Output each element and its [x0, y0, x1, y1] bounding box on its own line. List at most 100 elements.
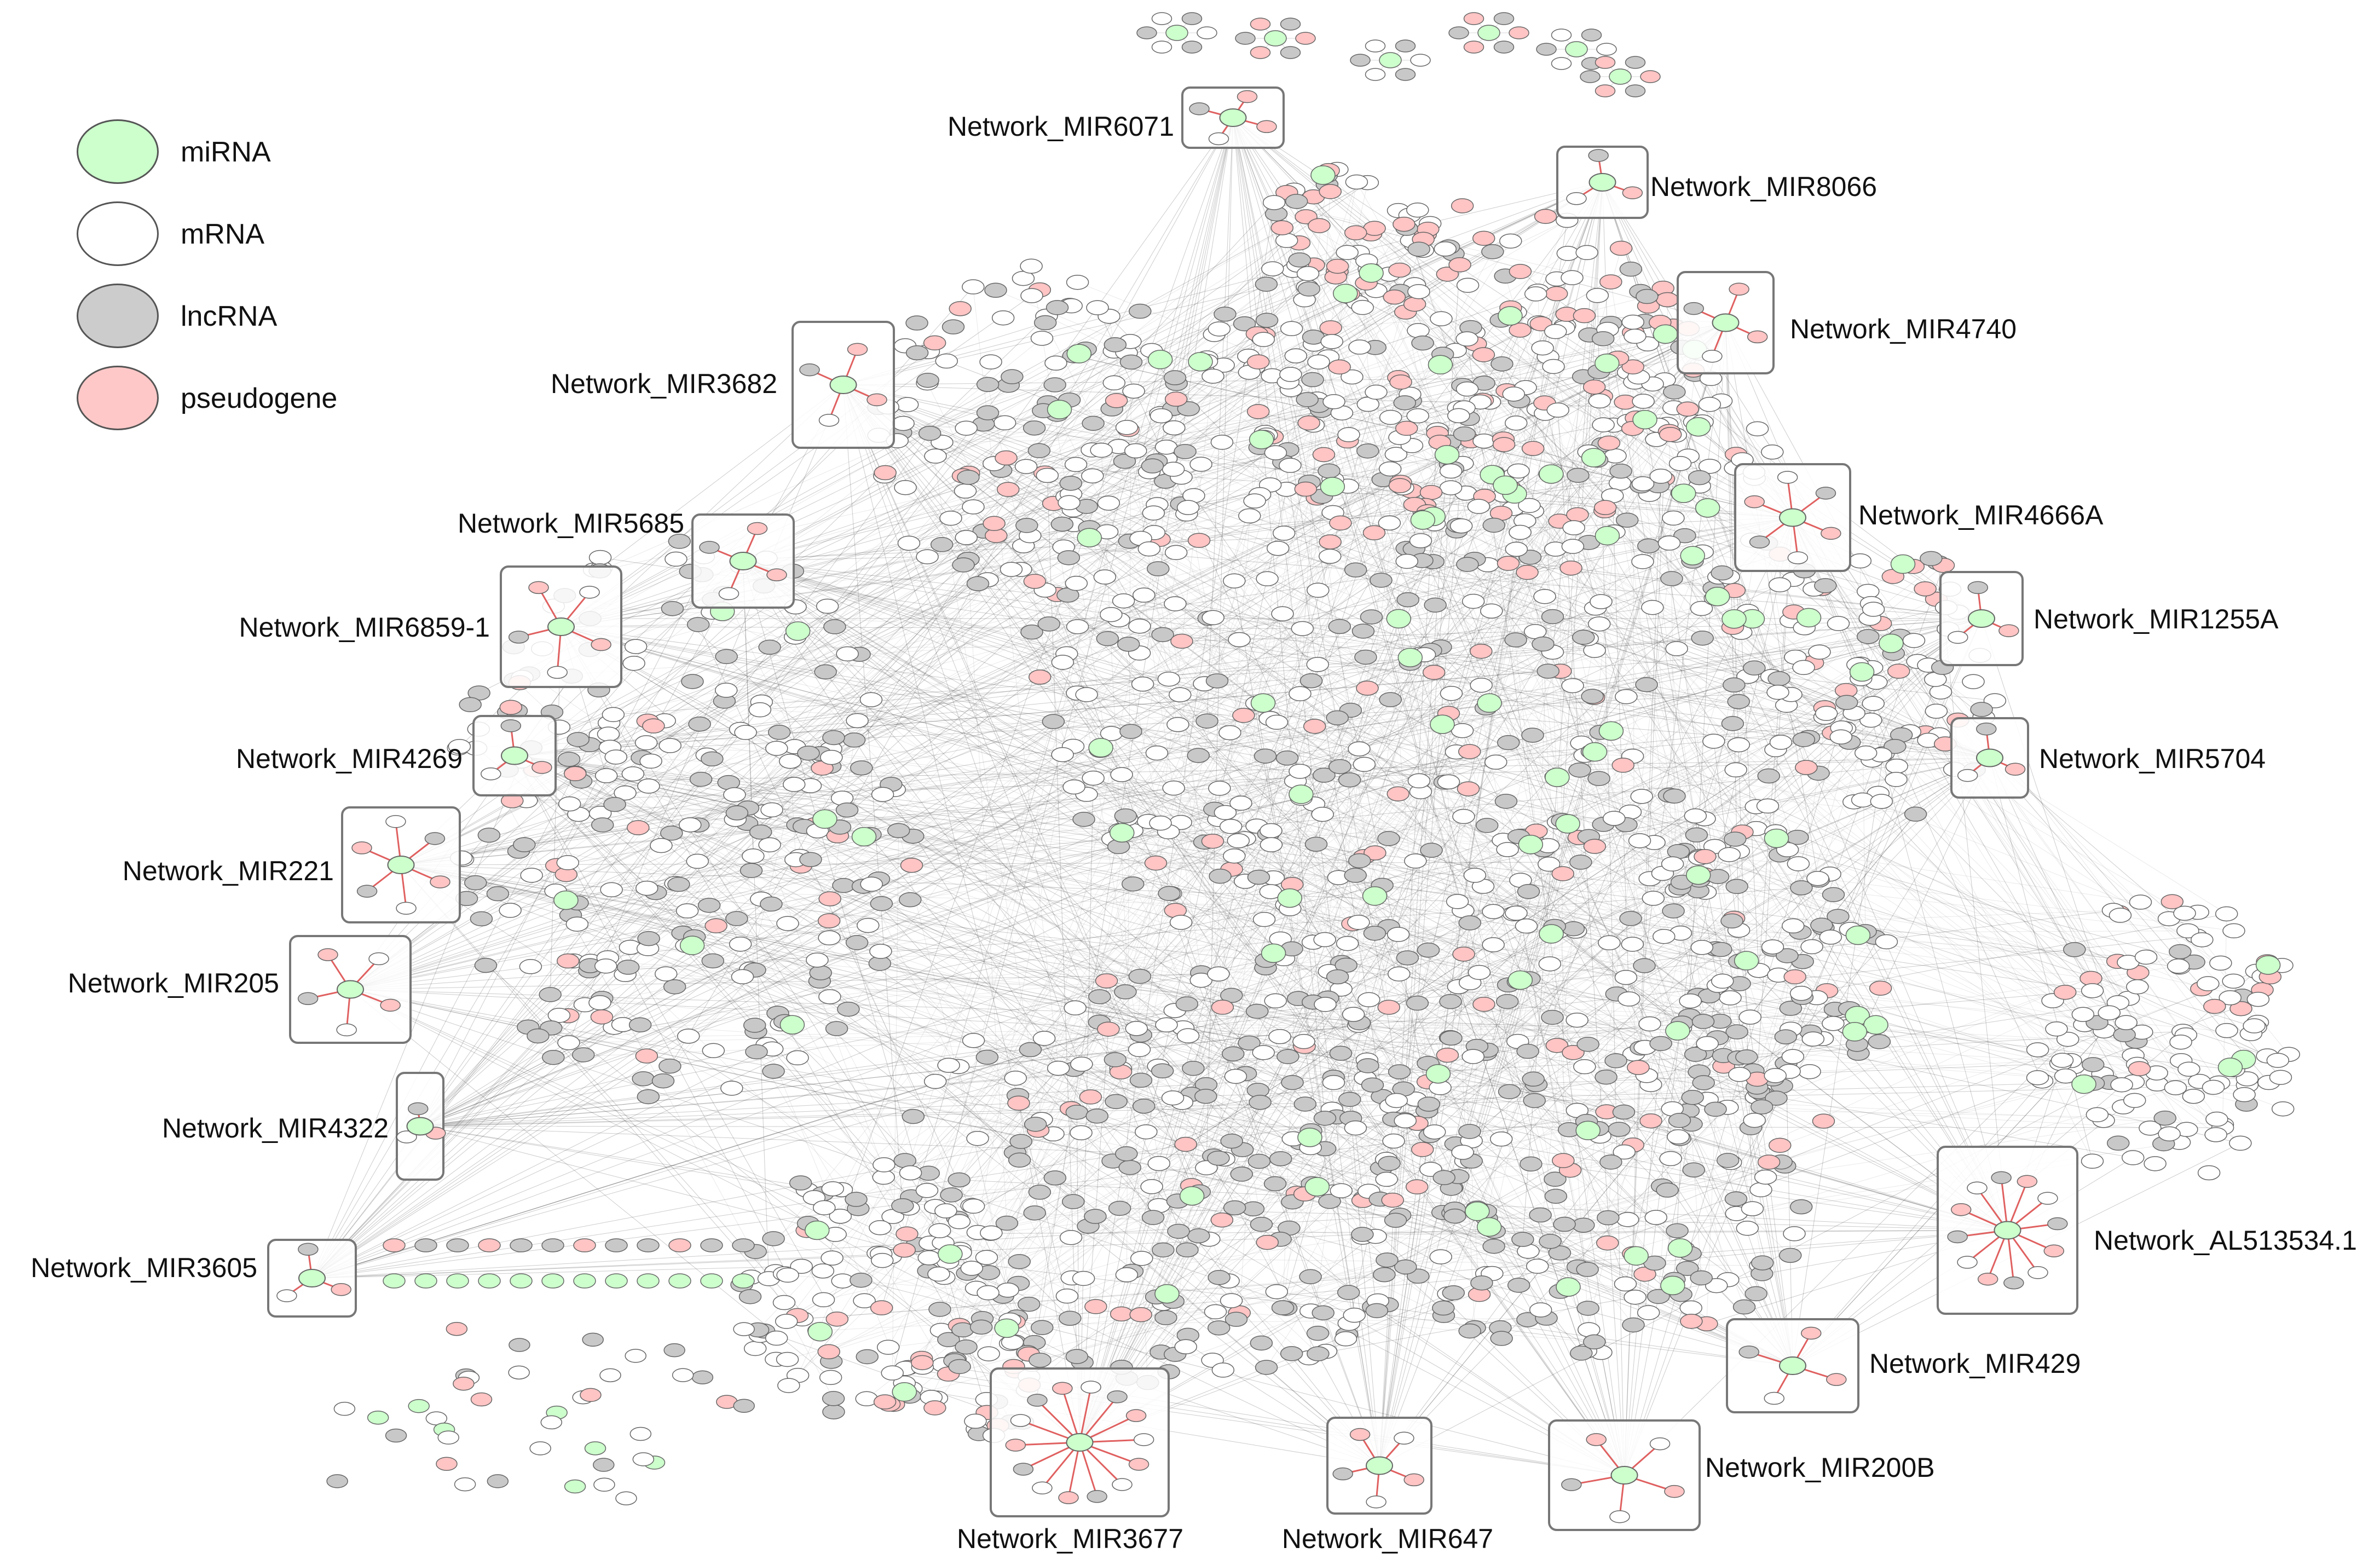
mrna-node [1449, 518, 1473, 534]
edge [666, 973, 1356, 1129]
lncrna-node [1151, 1063, 1174, 1079]
edge [913, 891, 1271, 1117]
edge [1153, 249, 1419, 1218]
isolated-node [540, 1415, 563, 1430]
edge [741, 385, 1463, 1285]
isolated-node [593, 1477, 615, 1492]
edge [690, 824, 885, 1165]
edge [625, 974, 2189, 1070]
edge [966, 537, 1007, 1223]
pseudogene-node [1211, 1000, 1234, 1015]
edge [921, 556, 1331, 1359]
mrna-node [1768, 577, 1792, 593]
mrna-node [897, 535, 921, 551]
isolated-node [700, 1238, 723, 1252]
edge [420, 787, 1075, 1127]
edge [1257, 1010, 2008, 1231]
isolated-node [385, 1428, 407, 1443]
lncrna-node [1263, 1176, 1287, 1192]
subnetwork-target-node [1566, 192, 1587, 205]
lncrna-node [1154, 1310, 1177, 1325]
lncrna-node [1344, 562, 1367, 578]
mrna-node [1214, 805, 1237, 821]
pseudogene-node [1795, 760, 1818, 775]
lncrna-node [701, 751, 724, 767]
mirna-node [1047, 400, 1072, 419]
subnetwork-target-node [1366, 1495, 1387, 1509]
edge [561, 626, 1627, 825]
peripheral-node [1250, 18, 1271, 31]
edge [1501, 363, 2008, 1231]
mrna-node [1157, 671, 1181, 687]
pseudogene-node [1319, 534, 1342, 550]
isolated-node [454, 1477, 476, 1492]
mrna-node [2204, 1127, 2227, 1142]
edge [1362, 1234, 1659, 1297]
pseudogene-node [563, 766, 587, 782]
edge [881, 489, 1306, 1308]
lncrna-node [603, 796, 626, 812]
edge [995, 290, 1574, 528]
mirna-node [1555, 814, 1580, 834]
edge [857, 517, 1793, 943]
edge [1313, 197, 1729, 1161]
edge [1451, 1075, 1647, 1189]
edge [1267, 229, 1429, 321]
pseudogene-node [1164, 391, 1188, 407]
mrna-node [702, 1043, 725, 1059]
mrna-node [1902, 633, 1926, 648]
subnetwork-target-node [818, 414, 840, 427]
lncrna-node [1008, 1254, 1031, 1269]
mrna-node [1754, 1169, 1777, 1185]
mrna-node [1210, 435, 1234, 450]
subnetwork-label: Network_MIR5704 [2039, 743, 2266, 774]
lncrna-node [1792, 732, 1816, 747]
pseudogene-node [1566, 507, 1589, 523]
edge [555, 322, 1726, 892]
mirna-node [1434, 444, 1460, 465]
subnetwork-target-node [1622, 186, 1643, 199]
mrna-node [1407, 773, 1431, 789]
edge [1336, 1116, 2008, 1231]
mirna-node [1250, 693, 1276, 713]
edge [561, 626, 1399, 794]
lncrna-node [1281, 1075, 1304, 1090]
mirna-node [478, 1273, 501, 1289]
mrna-node [2269, 1070, 2292, 1085]
edge [743, 561, 2256, 1028]
pseudogene-node [1326, 258, 1349, 274]
peripheral-node [1595, 56, 1616, 69]
mrna-node [1351, 299, 1374, 315]
edge [743, 561, 1421, 792]
mrna-node [557, 1035, 580, 1050]
mrna-node [1631, 554, 1654, 569]
edge [760, 618, 1982, 711]
edge [1158, 1066, 1380, 1466]
mrna-node [782, 777, 806, 792]
subnetwork-target-node [1125, 1409, 1147, 1422]
edge [401, 182, 1368, 865]
edge [1308, 599, 1408, 1358]
edge [1458, 986, 1625, 1476]
mrna-node [1819, 929, 1842, 945]
lncrna-node [1440, 1030, 1463, 1046]
pseudogene-node [1256, 1234, 1279, 1250]
isolated-node [510, 1238, 533, 1252]
pseudogene-node [1545, 286, 1568, 302]
mirna-node [700, 1273, 723, 1289]
edge [625, 793, 829, 921]
mrna-node [2169, 1034, 2192, 1050]
isolated-node [487, 1474, 509, 1488]
mrna-node [1631, 476, 1655, 492]
lncrna-node [616, 960, 640, 975]
lncrna-node [661, 600, 684, 616]
pseudogene-node [1319, 184, 1342, 199]
lncrna-node [1033, 315, 1057, 331]
lncrna-node [1920, 551, 1943, 567]
mrna-node [2205, 1111, 2228, 1127]
pseudogene-node [1472, 347, 1495, 362]
edge [843, 384, 1188, 1250]
mrna-node [857, 917, 880, 933]
mrna-node [1066, 619, 1089, 634]
pseudogene-node [949, 301, 972, 316]
